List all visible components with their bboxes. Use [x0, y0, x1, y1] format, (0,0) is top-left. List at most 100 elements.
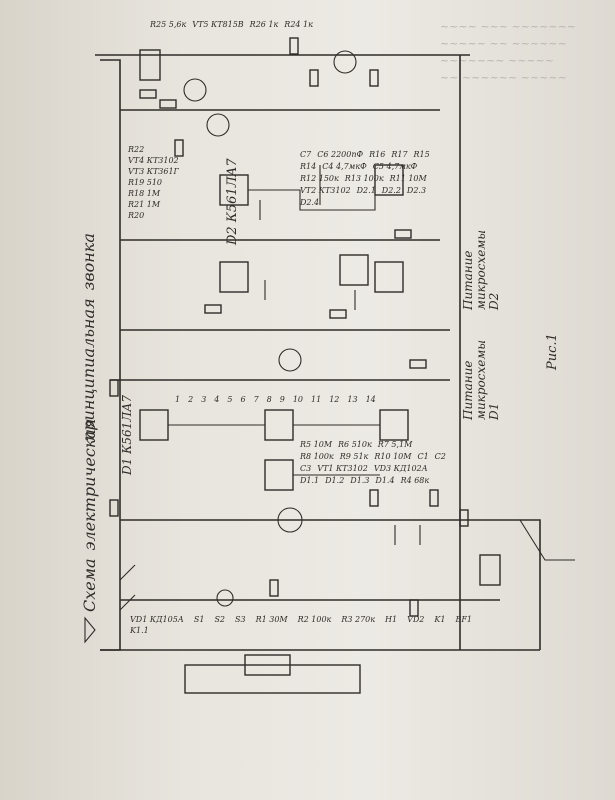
resistor-r6	[109, 499, 119, 517]
switch-s3	[519, 519, 575, 561]
label-d2-3: D2.3	[406, 186, 427, 195]
label-r9: R9 51к	[339, 452, 369, 461]
d1-chip-label: D1 К561ЛА7	[120, 395, 134, 475]
resistor-r19	[174, 139, 184, 157]
caps-c1-c2-c3	[394, 525, 421, 545]
title-block-2: принципиальная звонка	[79, 181, 101, 441]
transistor-vt1	[277, 507, 303, 533]
gate-d2-4	[374, 261, 404, 293]
label-r2: R2 100к	[297, 615, 332, 624]
label-r5: R5 10М	[300, 440, 333, 449]
pin-3: 3	[201, 395, 207, 404]
labels-middle: C7 C6 2200пФ R16 R17 R15 R14 C4 4,7мкФ C…	[300, 150, 440, 207]
label-r4: R4 68к	[400, 476, 430, 485]
title-word-1: Схема	[80, 558, 99, 612]
resistor-r15	[394, 229, 412, 239]
label-r3: R3 270к	[341, 615, 376, 624]
title-word-4: звонка	[79, 233, 98, 291]
label-d1-4: D1.4	[375, 476, 395, 485]
relay-k1	[479, 554, 501, 586]
transistor-vt2	[278, 348, 302, 372]
resistor-r8	[429, 489, 439, 507]
label-s3: S3	[235, 615, 246, 624]
figure-caption: Рис.1	[545, 333, 560, 370]
pin-11: 11	[311, 395, 322, 404]
relay-r22	[139, 49, 161, 81]
resistor-r24	[309, 69, 319, 87]
label-vd3: VD3 КД102А	[373, 464, 428, 473]
s3-wire	[470, 519, 541, 650]
labels-top: R25 5,6к VT5 КТ815В R26 1к R24 1к	[150, 20, 450, 34]
diode-vd1	[84, 616, 96, 644]
label-vt3: VT3 КТ361Г	[128, 167, 179, 176]
label-r15: R15	[413, 150, 430, 159]
resistor-r13	[329, 309, 347, 319]
label-vt5: VT5 КТ815В	[192, 20, 244, 29]
power-label-d2: Питание микросхемы D2	[461, 229, 501, 310]
label-vd2: VD2	[407, 615, 425, 624]
resistor-r26	[369, 69, 379, 87]
label-k1-1: K1.1	[130, 626, 149, 635]
label-d2-1: D2.1	[356, 186, 376, 195]
label-r1: R1 30М	[255, 615, 288, 624]
transistor-vt5	[333, 50, 357, 74]
pin-2: 2	[188, 395, 194, 404]
label-r17: R17	[391, 150, 408, 159]
label-c1: C1	[417, 452, 429, 461]
label-d2-4: D2.4	[300, 198, 320, 207]
label-r19: R19 510	[128, 178, 163, 187]
label-d1-1: D1.1	[300, 476, 320, 485]
gate-d2-2	[374, 164, 404, 196]
label-r20: R20	[128, 211, 145, 220]
pin-numbers: 1 2 3 4 5 6 7 8 9 10 11 12 13 14	[175, 395, 405, 404]
label-r12: R12 150к	[300, 174, 339, 183]
labels-bottom: VD1 КД105А S1 S2 S3 R1 30М R2 100к R3 27…	[130, 615, 490, 635]
gate-d2-3	[219, 261, 249, 293]
label-k1: K1	[434, 615, 446, 624]
labels-lower: R5 10М R6 510к R7 5,1М R8 100к R9 51к R1…	[300, 440, 450, 485]
resistor-r5	[109, 379, 119, 397]
resistor-r12	[204, 304, 222, 314]
power-label-d1: Питание микросхемы D1	[461, 339, 501, 420]
label-d1-3: D1.3	[350, 476, 370, 485]
pin-9: 9	[279, 395, 285, 404]
pin-8: 8	[266, 395, 272, 404]
label-r25: R25 5,6к	[150, 20, 187, 29]
label-bf1: BF1	[455, 615, 472, 624]
title-word-3: принципиальная	[79, 298, 98, 441]
speaker-bf1	[184, 664, 361, 694]
label-r6: R6 510к	[338, 440, 372, 449]
label-r26: R26 1к	[249, 20, 279, 29]
label-vt2: VT2 КТ3102	[300, 186, 351, 195]
label-d1-2: D1.2	[325, 476, 345, 485]
label-s1: S1	[193, 615, 205, 624]
gate-d1-1	[139, 409, 169, 441]
label-r10: R10 10М	[374, 452, 412, 461]
resistor-r11	[409, 359, 427, 369]
connector-block	[244, 654, 291, 676]
resistor-r2	[269, 579, 279, 597]
pin-12: 12	[329, 395, 340, 404]
label-c6: C6 2200пФ	[317, 150, 364, 159]
label-d2-2: D2.2	[381, 186, 401, 195]
label-s2: S2	[214, 615, 226, 624]
label-r16: R16	[369, 150, 386, 159]
pin-1: 1	[175, 395, 181, 404]
label-c3: C3	[300, 464, 312, 473]
pin-5: 5	[227, 395, 233, 404]
resistor-r1	[409, 599, 419, 617]
label-r14: R14	[300, 162, 317, 171]
transistor-vt3	[206, 113, 230, 137]
label-vt4: VT4 КТ3102	[128, 156, 179, 165]
label-h1: H1	[385, 615, 398, 624]
resistor-r20	[139, 89, 157, 99]
gate-d1-2	[264, 409, 294, 441]
resistor-r9	[459, 509, 469, 527]
pin-4: 4	[214, 395, 220, 404]
label-vt1: VT1 КТ3102	[317, 464, 368, 473]
label-r13: R13 100к	[344, 174, 384, 183]
label-c4: C4 4,7мкФ	[322, 162, 367, 171]
gate-d1-4	[379, 409, 409, 441]
label-c7: C7	[300, 150, 312, 159]
pin-7: 7	[253, 395, 259, 404]
